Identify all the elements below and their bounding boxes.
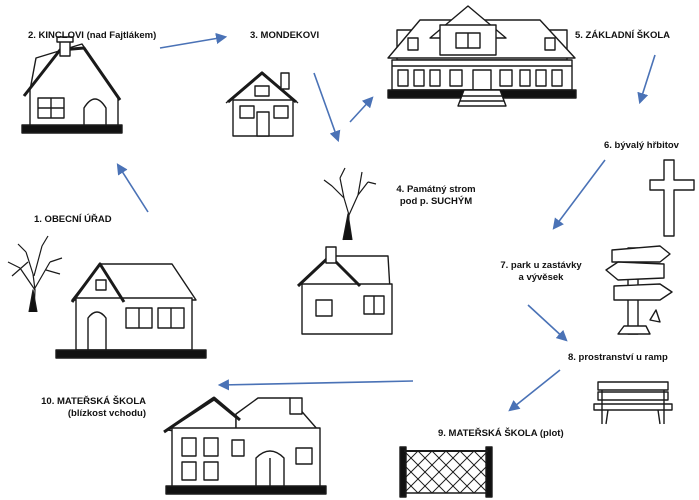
stop-label-byvaly-hrbitov: 6. bývalý hřbitov (604, 140, 679, 151)
arrow-2-to-3 (159, 32, 228, 49)
arrow-1-to-2 (116, 163, 149, 213)
house-icon (296, 246, 393, 335)
signpost-icon (605, 245, 673, 335)
stop-label-obecni-urad: 1. OBECNÍ ÚŘAD (34, 214, 112, 225)
tree-icon (7, 235, 63, 313)
stop-label-prostranstvi: 8. prostranství u ramp (568, 352, 668, 363)
fence-icon (399, 446, 493, 498)
stop-label-line: 7. park u zastávky (500, 260, 582, 271)
tree-icon (323, 167, 377, 241)
stop-label-pamatny-strom: 4. Památný strom pod p. SUCHÝM (386, 184, 486, 208)
stop-label-line: 4. Památný strom (396, 184, 476, 195)
arrow-9-to-10 (217, 379, 414, 391)
stop-label-mondekovi: 3. MONDEKOVI (250, 30, 320, 41)
arrow-8-to-9 (508, 369, 561, 412)
house-icon (225, 71, 299, 137)
stop-label-zakladni-skola: 5. ZÁKLADNÍ ŠKOLA (575, 30, 670, 41)
arrow-5-to-6 (637, 54, 656, 105)
school-building-icon (387, 5, 577, 107)
arrow-3-to-4 (313, 72, 341, 143)
stop-label-kinclovi: 2. KINCLOVI (nad Fajtlákem) (28, 30, 157, 41)
stop-label-line: a vývěsek (518, 272, 564, 283)
house-icon (55, 262, 207, 359)
arrow-4-to-5 (349, 96, 374, 123)
stop-label-line: (blízkost vchodu) (67, 408, 146, 419)
arrow-7-to-8 (527, 304, 568, 342)
bench-icon (593, 381, 673, 425)
stop-label-line: 10. MATEŘSKÁ ŠKOLA (41, 396, 146, 407)
cross-icon (649, 159, 695, 237)
arrow-6-to-7 (552, 159, 606, 230)
stop-label-line: pod p. SUCHÝM (399, 196, 473, 207)
school-building-icon (163, 396, 327, 495)
cottage-icon (21, 36, 123, 134)
stop-label-ms-vchod: 10. MATEŘSKÁ ŠKOLA (blízkost vchodu) (26, 396, 146, 420)
stop-label-ms-plot: 9. MATEŘSKÁ ŠKOLA (plot) (438, 428, 564, 439)
stop-label-park: 7. park u zastávky a vývěsek (493, 260, 589, 284)
